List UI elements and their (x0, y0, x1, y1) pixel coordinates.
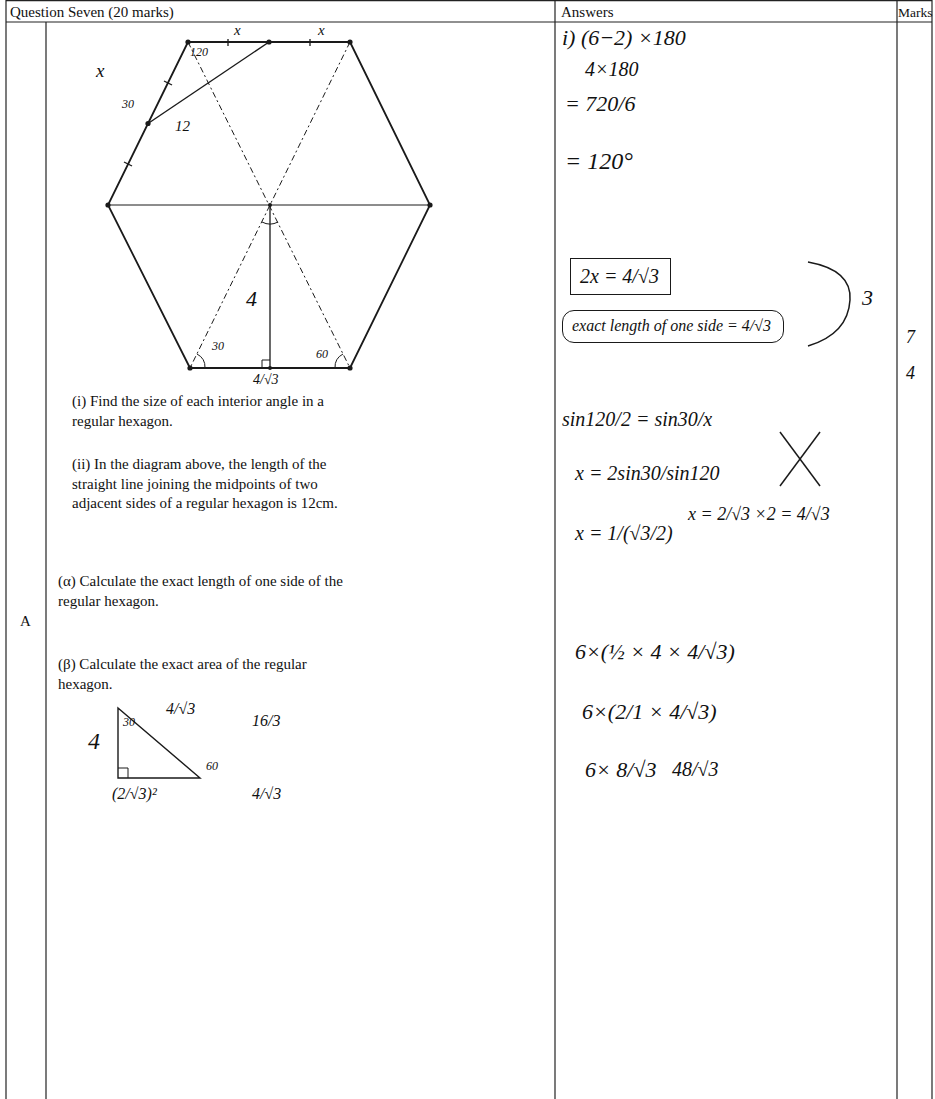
label-slot: sin120/2 = sin30/x (562, 408, 712, 430)
label-slot: (β) Calculate the exact area of the regu… (58, 655, 348, 694)
label-slot: 4 (246, 287, 257, 311)
working-line: x = 2sin30/sin120 (575, 462, 720, 484)
question-text: (α) Calculate the exact length of one si… (58, 572, 348, 611)
label-slot: 4×180 (585, 58, 639, 80)
answer-text: exact length of one side = 4/√3 (572, 316, 774, 335)
working-line: sin120/2 = sin30/x (562, 408, 712, 430)
figure-annotation: 60 (316, 348, 328, 361)
label-slot: 7 (906, 328, 915, 348)
label-slot: x (96, 61, 104, 82)
label-slot: i) (6−2) ×180 (562, 26, 686, 50)
boxed-answer: 2x = 4/√3 (570, 258, 671, 295)
sketch-annotation: 4/√3 (252, 785, 281, 803)
label-slot: 6× 8/√3 (585, 758, 657, 782)
label-slot: 4/√3 (166, 700, 195, 718)
figure-annotation: 120 (190, 46, 208, 59)
working-line: 6× 8/√3 (585, 758, 657, 782)
sketch-annotation: 16/3 (252, 712, 280, 730)
triangle-sketch (118, 708, 200, 778)
answer-text: 2x = 4/√3 (580, 264, 661, 288)
figure-annotation: x (96, 61, 104, 82)
figure-annotation: 12 (175, 118, 190, 135)
sketch-annotation: 60 (206, 760, 218, 773)
label-slot: 3 (862, 286, 873, 310)
working-line: x = 1/(√3/2) (575, 522, 673, 544)
label-slot: 4 (88, 728, 100, 754)
column-heading: Marks (898, 4, 933, 22)
label-slot: x (318, 22, 325, 39)
label-slot: 6×(½ × 4 × 4/√3) (575, 640, 735, 664)
label-slot: 30 (212, 340, 224, 353)
label-slot: x (234, 22, 241, 39)
label-slot: 30 (123, 716, 135, 729)
sketch-annotation: (2/√3)² (112, 785, 157, 803)
label-slot: = 720/6 (565, 92, 635, 116)
working-line: = 120° (565, 148, 633, 174)
figure-annotation: 4 (246, 287, 257, 311)
label-slot: 60 (316, 348, 328, 361)
mark-score: 4 (906, 364, 915, 384)
working-line: x = 2/√3 ×2 = 4/√3 (688, 505, 830, 525)
part-letter: A (20, 612, 31, 632)
sketch-annotation: 4/√3 (166, 700, 195, 718)
label-slot: 60 (206, 760, 218, 773)
label-slot: Question Seven (20 marks) (10, 3, 174, 23)
label-slot: 120 (190, 46, 208, 59)
working-line: i) (6−2) ×180 (562, 26, 686, 50)
question-text: (ii) In the diagram above, the length of… (72, 455, 347, 514)
label-slot: (i) Find the size of each interior angle… (72, 392, 347, 431)
label-slot: Answers (561, 3, 614, 23)
sketch-annotation: 4 (88, 728, 100, 754)
question-text: (β) Calculate the exact area of the regu… (58, 655, 348, 694)
figure-annotation: x (234, 22, 241, 39)
figure-annotation: x (318, 22, 325, 39)
column-heading: Answers (561, 3, 614, 23)
mark-score: 3 (862, 286, 873, 310)
label-slot: Marks (898, 4, 933, 22)
working-line: 6×(2/1 × 4/√3) (582, 700, 717, 724)
label-slot: 12 (175, 118, 190, 135)
label-slot: (α) Calculate the exact length of one si… (58, 572, 348, 611)
working-line: 4×180 (585, 58, 639, 80)
figure-annotation: 30 (212, 340, 224, 353)
label-slot: 6×(2/1 × 4/√3) (582, 700, 717, 724)
label-slot: (ii) In the diagram above, the length of… (72, 455, 347, 514)
figure-annotation: 30 (122, 98, 134, 111)
label-slot: A (20, 612, 31, 632)
label-slot: 30 (122, 98, 134, 111)
sketch-annotation: 30 (123, 716, 135, 729)
working-line: = 720/6 (565, 92, 635, 116)
label-slot: x = 2sin30/sin120 (575, 462, 720, 484)
label-slot: x = 2/√3 ×2 = 4/√3 (688, 505, 830, 525)
label-slot: 16/3 (252, 712, 280, 730)
label-slot: = 120° (565, 148, 633, 174)
label-slot: 4 (906, 364, 915, 384)
label-slot: 4/√3 (252, 785, 281, 803)
label-slot: 4/√3 (253, 372, 279, 387)
working-line: 48/√3 (672, 758, 719, 780)
boxed-answer: exact length of one side = 4/√3 (562, 310, 784, 343)
question-text: (i) Find the size of each interior angle… (72, 392, 347, 431)
figure-annotation: 4/√3 (253, 372, 279, 387)
label-slot: 48/√3 (672, 758, 719, 780)
mark-score: 7 (906, 328, 915, 348)
label-slot: x = 1/(√3/2) (575, 522, 673, 544)
table-grid (6, 0, 932, 1099)
hexagon-figure (105, 39, 432, 371)
working-line: 6×(½ × 4 × 4/√3) (575, 640, 735, 664)
label-slot: (2/√3)² (112, 785, 157, 803)
column-heading: Question Seven (20 marks) (10, 3, 174, 23)
answer-marks (780, 262, 850, 486)
